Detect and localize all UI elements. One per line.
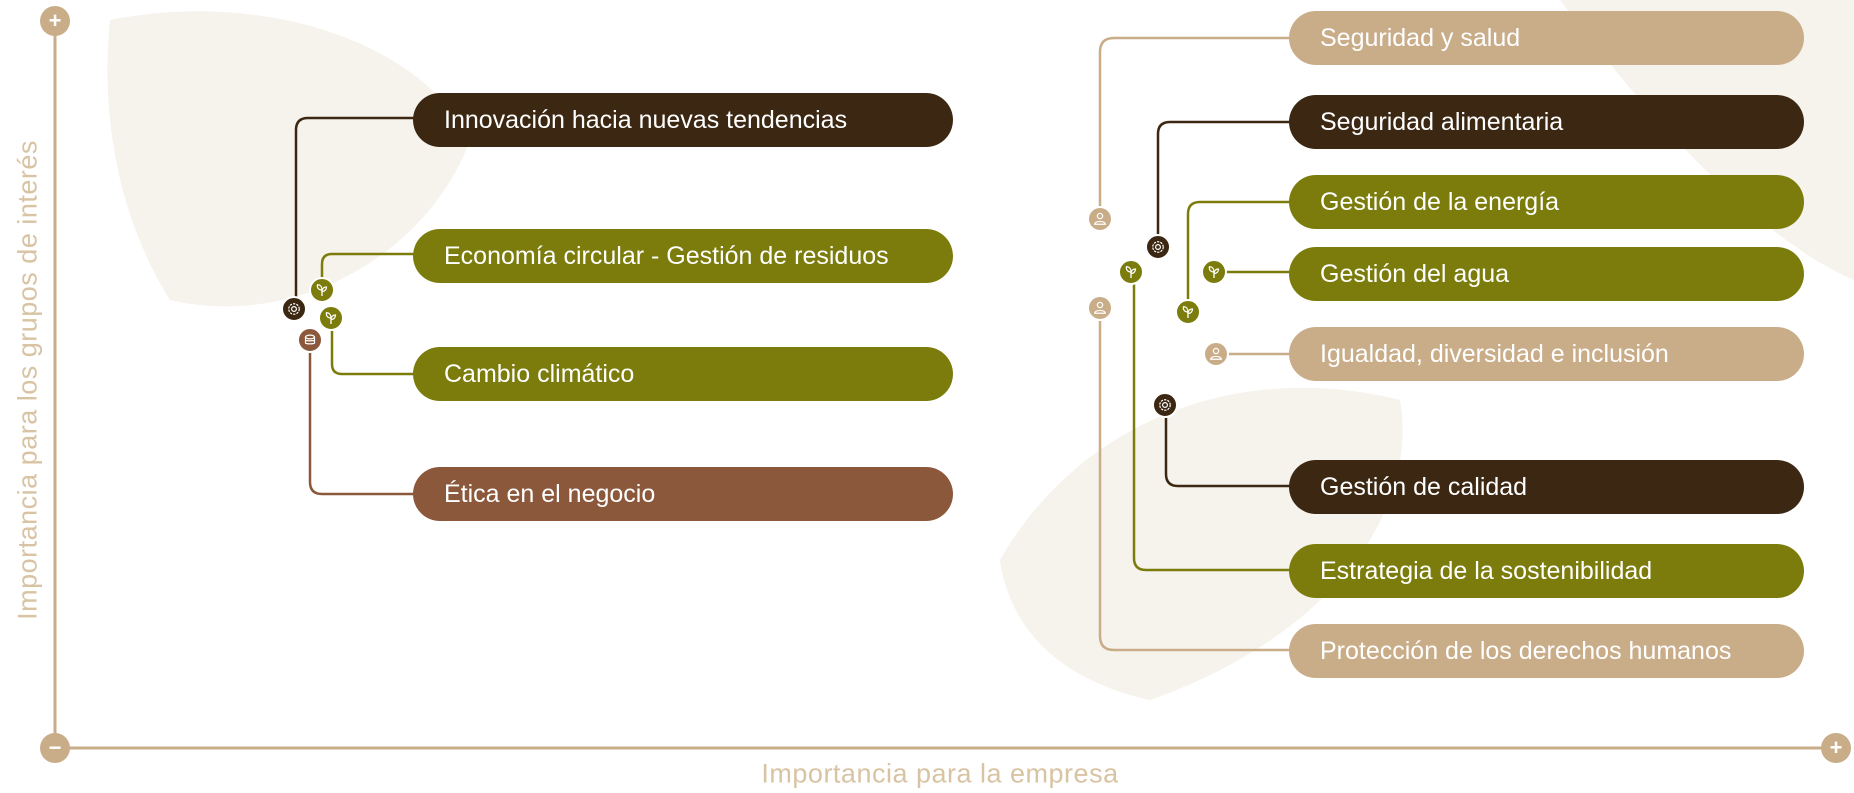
x-axis-plus-cap: +	[1821, 733, 1851, 763]
y-axis-plus-cap: +	[40, 6, 70, 36]
topic-gestion-agua: Gestión del agua	[1289, 247, 1804, 301]
topic-derechos-humanos: Protección de los derechos humanos	[1289, 624, 1804, 678]
topic-gestion-calidad: Gestión de calidad	[1289, 460, 1804, 514]
connector-seguridad-salud	[1098, 36, 1300, 218]
person-icon	[1087, 206, 1113, 232]
connector-calidad	[1164, 406, 1300, 488]
topic-gestion-energia: Gestión de la energía	[1289, 175, 1804, 229]
background-leaf-shape	[107, 11, 470, 307]
topic-seguridad-salud: Seguridad y salud	[1289, 11, 1804, 65]
connector-estrategia	[1132, 272, 1300, 572]
coins-icon	[297, 327, 323, 353]
connector-innovacion	[294, 116, 420, 310]
x-axis-label: Importancia para la empresa	[761, 758, 1119, 789]
sprout-icon	[318, 305, 344, 331]
gear-icon	[281, 296, 307, 322]
topic-innovacion: Innovación hacia nuevas tendencias	[413, 93, 953, 147]
sprout-icon	[1201, 259, 1227, 285]
sprout-icon	[1118, 259, 1144, 285]
connector-etica	[308, 340, 420, 496]
sprout-icon	[1175, 299, 1201, 325]
connector-derechos	[1098, 308, 1300, 652]
y-axis-label: Importancia para los grupos de interés	[12, 140, 43, 620]
person-icon	[1203, 341, 1229, 367]
connector-cambio	[330, 318, 420, 376]
topic-cambio-climatico: Cambio climático	[413, 347, 953, 401]
topic-economia-circular: Economía circular - Gestión de residuos	[413, 229, 953, 283]
gear-icon	[1145, 234, 1171, 260]
connector-economia	[320, 252, 420, 290]
person-icon	[1087, 295, 1113, 321]
topic-etica: Ética en el negocio	[413, 467, 953, 521]
axis-origin-minus-cap: −	[40, 733, 70, 763]
topic-estrategia: Estrategia de la sostenibilidad	[1289, 544, 1804, 598]
sprout-icon	[309, 277, 335, 303]
topic-seguridad-alimentaria: Seguridad alimentaria	[1289, 95, 1804, 149]
connector-seguridad-alimentaria	[1156, 120, 1300, 246]
connector-energia	[1186, 200, 1300, 312]
topic-igualdad: Igualdad, diversidad e inclusión	[1289, 327, 1804, 381]
gear-icon	[1152, 392, 1178, 418]
